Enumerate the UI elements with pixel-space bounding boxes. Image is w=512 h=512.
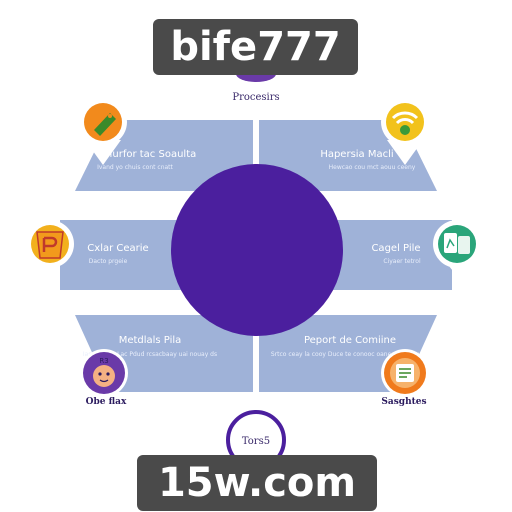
- avatar-icon: R3: [80, 349, 128, 397]
- panel-bottom-left-subtitle: Iasoaor tot Lac Pdud rcsacbaay uai nouay…: [83, 351, 217, 358]
- panel-bottom-right-subtitle: Srtco ceay la cooy Duce te conooc oanes …: [271, 351, 420, 358]
- panel-top-right-subtitle: Hewcao cou mct aouu ceeny: [329, 164, 416, 171]
- watermark-top: bife777: [153, 19, 358, 75]
- panel-mid-right-subtitle: Ciyaer tetrol: [383, 258, 421, 265]
- bottom-node-label: Tors5: [242, 436, 270, 447]
- wifi-icon: [381, 98, 429, 165]
- top-node-label: Procesirs: [232, 92, 279, 103]
- badge-icon: [26, 220, 74, 276]
- panel-top-right-title: Hapersia Macli: [320, 149, 393, 160]
- panel-top-left-title: Murfor tac Soaulta: [104, 149, 197, 160]
- tablet-icon: [433, 220, 481, 276]
- panel-mid-right-title: Cagel Pile: [371, 243, 420, 254]
- watermark-bottom: 15w.com: [137, 455, 377, 511]
- central-hub-circle: [171, 164, 343, 336]
- panel-top-left-subtitle: Ivand yo chuis cont cnatt: [97, 164, 173, 171]
- panel-bottom-right-title: Peport de Comiine: [304, 335, 396, 346]
- avatar-marker: R3: [99, 357, 108, 365]
- badge-label-bottom-left: Obe flax: [86, 397, 127, 407]
- badge-label-bottom-right: Sasghtes: [381, 397, 426, 407]
- panel-bottom-left-title: Metdlals Pila: [119, 335, 182, 346]
- chart-icon: [381, 349, 429, 397]
- panel-mid-left-title: Cxlar Cearie: [87, 243, 148, 254]
- tag-icon: [79, 98, 127, 165]
- panel-mid-left-subtitle: Dacto prgeie: [89, 258, 128, 265]
